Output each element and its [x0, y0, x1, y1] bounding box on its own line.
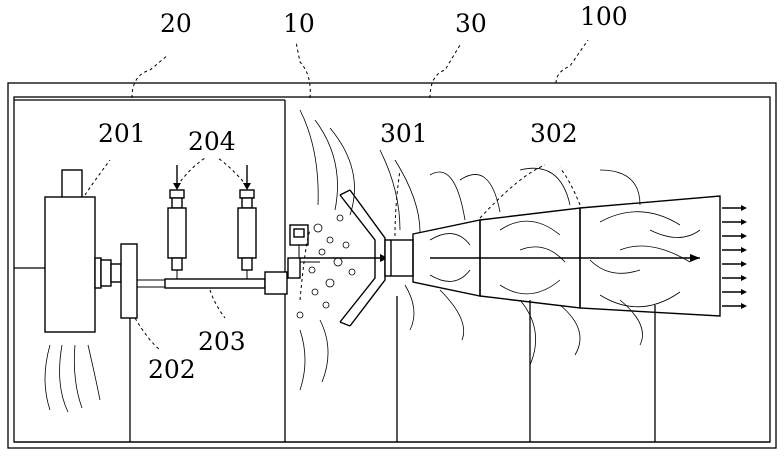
inlet-arrowhead-right: [243, 183, 251, 190]
external-airflow-lines: [299, 109, 643, 391]
label-202: 202: [148, 355, 196, 384]
control-cable: [298, 245, 320, 263]
nozzle-block: [264, 271, 288, 295]
motor-cap: [61, 169, 83, 199]
leader-lines: [84, 39, 589, 351]
nozzle-head: [287, 257, 301, 279]
inlet-arrowhead-left: [173, 183, 181, 190]
coupling-block: [100, 259, 112, 287]
motor-flange: [94, 257, 102, 289]
main-flow-arrowhead: [380, 254, 388, 262]
label-201: 201: [98, 119, 146, 148]
connector-301: [384, 239, 414, 277]
label-30: 30: [455, 9, 487, 38]
hopper-bottom-lip: [339, 321, 351, 327]
duct-section-3: [579, 195, 721, 317]
outer-housing-100: [7, 82, 777, 449]
shaft-203: [164, 278, 266, 289]
mixing-particles: [296, 214, 356, 319]
motor-201: [44, 196, 96, 333]
injector-right: [237, 189, 257, 279]
label-10: 10: [283, 9, 315, 38]
duct-center-arrowhead: [690, 254, 700, 262]
label-204: 204: [188, 127, 236, 156]
hopper-top-lip: [339, 189, 351, 196]
label-20: 20: [160, 9, 192, 38]
intake-airflow-lines: [44, 344, 101, 413]
label-301: 301: [380, 119, 428, 148]
label-100: 100: [580, 2, 628, 31]
label-302: 302: [530, 119, 578, 148]
coupling-small: [110, 263, 122, 283]
bearing-202: [120, 243, 138, 319]
injector-left: [167, 189, 187, 279]
control-box-window: [293, 228, 305, 238]
label-203: 203: [198, 327, 246, 356]
hopper-cone-left: [339, 194, 376, 323]
exit-flow-arrows: [722, 205, 747, 309]
duct-swirl-lines: [429, 211, 701, 308]
